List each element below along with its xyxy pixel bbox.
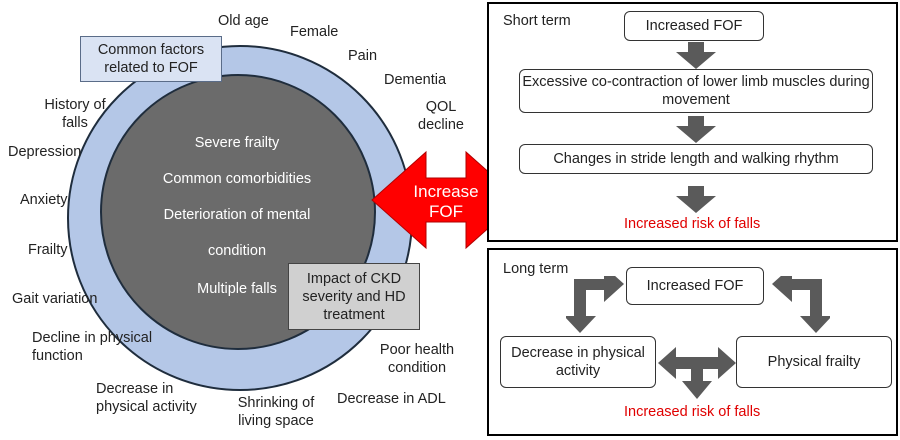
inner-factor-common-comorbidities: Common comorbidities: [162, 171, 312, 187]
long-term-box-label: Physical frailty: [767, 354, 861, 370]
short-term-step-label: Excessive co-contraction of lower limb m…: [522, 74, 870, 108]
increase-fof-arrow-label: Increase FOF: [396, 182, 496, 222]
factor-poor-health-condition: Poor health condition: [379, 342, 455, 376]
factor-anxiety: Anxiety: [20, 192, 68, 208]
factor-female: Female: [290, 24, 339, 40]
factor-depression: Depression: [8, 144, 82, 160]
short-term-title: Short term: [503, 13, 571, 29]
factor-decrease-physical-activity: Decrease in physical activity: [96, 381, 197, 415]
long-term-decrease-activity: Decrease in physical activity: [500, 336, 656, 388]
short-term-step-label: Changes in stride length and walking rhy…: [553, 151, 839, 167]
short-term-step-label: Increased FOF: [645, 18, 743, 34]
ckd-impact-label: Impact of CKD severity and HD treatment: [302, 270, 406, 323]
inner-factor-multiple-falls: Multiple falls: [197, 281, 277, 297]
long-term-box-label: Decrease in physical activity: [511, 345, 645, 379]
long-term-title: Long term: [503, 261, 569, 277]
arrow-label-line1: Increase: [413, 182, 479, 201]
factor-shrinking-living-space: Shrinking of living space: [237, 395, 315, 429]
factor-old-age: Old age: [218, 13, 269, 29]
long-term-box-label: Increased FOF: [646, 278, 744, 294]
down-arrow-icon: [676, 42, 716, 69]
factor-dementia: Dementia: [384, 72, 447, 88]
factor-decline-physical-function: Decline in physical function: [32, 330, 153, 364]
short-term-step-increased-fof: Increased FOF: [624, 11, 764, 41]
arrow-label-line2: FOF: [429, 202, 463, 221]
short-term-step-co-contraction: Excessive co-contraction of lower limb m…: [519, 69, 873, 113]
long-term-increased-fof: Increased FOF: [626, 267, 764, 305]
short-term-step-stride-changes: Changes in stride length and walking rhy…: [519, 144, 873, 174]
ckd-impact-box: Impact of CKD severity and HD treatment: [288, 263, 420, 330]
inner-factor-condition: condition: [207, 243, 267, 259]
short-term-outcome: Increased risk of falls: [624, 216, 761, 232]
common-factors-label: Common factors related to FOF: [97, 42, 205, 76]
factor-decrease-adl: Decrease in ADL: [337, 391, 446, 407]
common-factors-box: Common factors related to FOF: [80, 36, 222, 82]
long-term-physical-frailty: Physical frailty: [736, 336, 892, 388]
double-arrow-with-down-icon: [658, 347, 736, 399]
factor-qol-decline: QOL decline: [418, 99, 464, 133]
factor-gait-variation: Gait variation: [12, 291, 98, 307]
elbow-arrow-left-icon: [566, 276, 624, 333]
down-arrow-icon: [676, 116, 716, 143]
long-term-outcome: Increased risk of falls: [624, 404, 761, 420]
down-arrow-icon: [676, 186, 716, 213]
factor-pain: Pain: [348, 48, 378, 64]
factor-frailty: Frailty: [28, 242, 68, 258]
inner-factor-deterioration-mental: Deterioration of mental: [163, 207, 311, 223]
elbow-arrow-right-icon: [772, 276, 830, 333]
inner-factor-severe-frailty: Severe frailty: [194, 135, 280, 151]
factor-history-of-falls: History of falls: [44, 97, 106, 131]
